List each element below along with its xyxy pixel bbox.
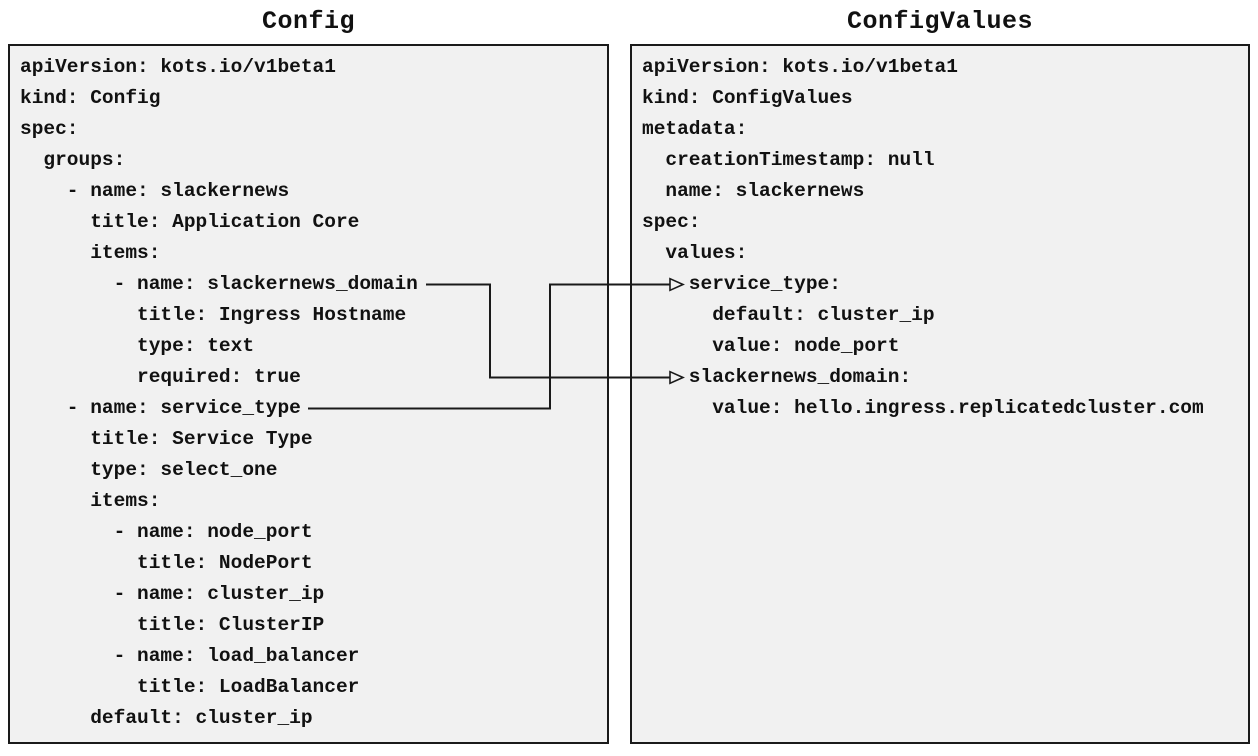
yaml-line: value: hello.ingress.replicatedcluster.c… (642, 397, 1204, 419)
yaml-line: metadata: (642, 118, 748, 140)
yaml-line-slackernews-domain: - name: slackernews_domain (20, 273, 418, 295)
yaml-line: title: Application Core (20, 211, 360, 233)
configvalues-yaml-block: apiVersion: kots.io/v1beta1 kind: Config… (632, 46, 1248, 430)
yaml-line: required: true (20, 366, 301, 388)
yaml-line-slackernews-domain-value: slackernews_domain: (642, 366, 912, 388)
yaml-line: groups: (20, 149, 126, 171)
yaml-line-service-type: - name: service_type (20, 397, 301, 419)
yaml-line: type: select_one (20, 459, 278, 481)
config-panel: apiVersion: kots.io/v1beta1 kind: Config… (8, 44, 609, 744)
yaml-line: apiVersion: kots.io/v1beta1 (642, 56, 958, 78)
yaml-line: title: LoadBalancer (20, 676, 360, 698)
yaml-line: values: (642, 242, 748, 264)
yaml-line: items: (20, 490, 161, 512)
yaml-line: - name: slackernews (20, 180, 290, 202)
yaml-line: creationTimestamp: null (642, 149, 935, 171)
yaml-line: default: cluster_ip (642, 304, 935, 326)
config-yaml-block: apiVersion: kots.io/v1beta1 kind: Config… (10, 46, 607, 740)
yaml-line: - name: load_balancer (20, 645, 360, 667)
yaml-line: title: Service Type (20, 428, 313, 450)
yaml-line: type: text (20, 335, 255, 357)
yaml-line: title: NodePort (20, 552, 313, 574)
yaml-line: items: (20, 242, 161, 264)
yaml-line: title: ClusterIP (20, 614, 325, 636)
yaml-line: - name: node_port (20, 521, 313, 543)
yaml-line-service-type-value: service_type: (642, 273, 841, 295)
yaml-line: spec: (642, 211, 701, 233)
configvalues-panel: apiVersion: kots.io/v1beta1 kind: Config… (630, 44, 1250, 744)
yaml-line: kind: ConfigValues (642, 87, 853, 109)
yaml-line: default: cluster_ip (20, 707, 313, 729)
yaml-line: title: Ingress Hostname (20, 304, 407, 326)
yaml-line: - name: cluster_ip (20, 583, 325, 605)
yaml-line: value: node_port (642, 335, 900, 357)
configvalues-panel-title: ConfigValues (846, 7, 1034, 36)
yaml-line: name: slackernews (642, 180, 865, 202)
yaml-line: kind: Config (20, 87, 161, 109)
config-panel-title: Config (261, 7, 355, 36)
yaml-line: spec: (20, 118, 79, 140)
yaml-line: apiVersion: kots.io/v1beta1 (20, 56, 336, 78)
